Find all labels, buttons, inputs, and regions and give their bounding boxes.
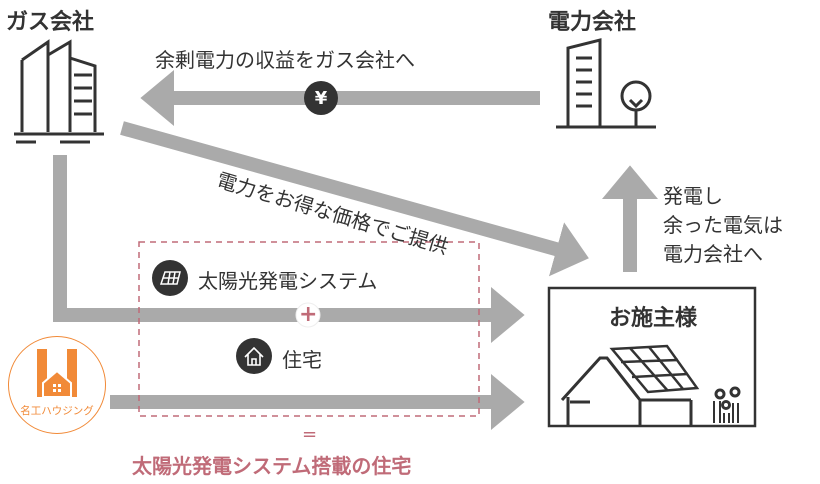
solar-system-label: 太陽光発電システム [198,269,378,293]
house-solar-icon [560,344,741,425]
power-company-title: 電力会社 [548,10,637,35]
builder-name: 名工ハウジング [20,405,94,417]
gas-building-icon [14,39,104,144]
house-label: 住宅 [282,348,322,372]
equals-sign: = [302,424,318,445]
arrow-power-offer [120,121,589,277]
house-icon [236,338,272,374]
yen-icon: ¥ [304,81,338,115]
surplus-line: 余った電気は [663,213,783,237]
bundle-box [138,241,480,417]
plus-sign: + [299,302,318,327]
bundle-result-label: 太陽光発電システム搭載の住宅 [132,454,412,478]
solar-panel-icon [152,260,188,296]
surplus-to-gas-label: 余剰電力の収益をガス会社へ [155,48,415,72]
gas-company-title: ガス会社 [6,10,95,35]
builder-logo-icon [37,349,77,398]
arrow-gas-to-customer [53,155,525,343]
surplus-line: 発電し [663,184,723,208]
builder-logo: 名工ハウジング [8,336,106,434]
surplus-line: 電力会社へ [663,242,763,266]
power-building-icon [556,38,656,129]
surplus-label: 発電し 余った電気は 電力会社へ [663,182,783,269]
customer-title: お施主様 [608,306,697,331]
